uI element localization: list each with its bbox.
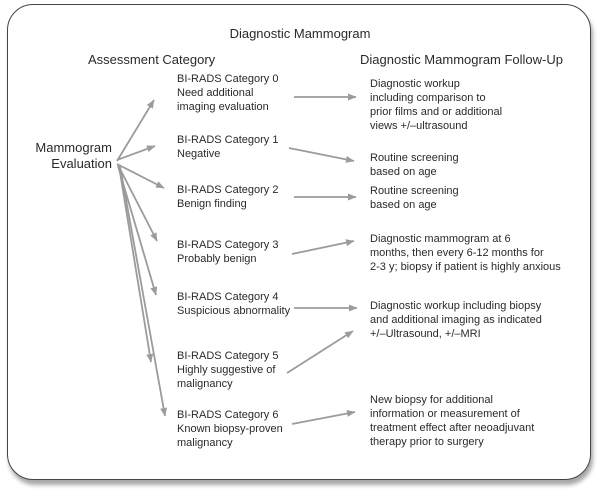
category-node-birads-0: BI-RADS Category 0 Need additional imagi… [177, 73, 279, 113]
followup-node-3: Diagnostic mammogram at 6 months, then e… [370, 233, 561, 273]
followup-node-4: Diagnostic workup including biopsy and a… [370, 300, 542, 340]
category-node-birads-3: BI-RADS Category 3 Probably benign [177, 239, 279, 265]
category-node-birads-5: BI-RADS Category 5 Highly suggestive of … [177, 350, 279, 390]
root-node-mammogram-evaluation: Mammogram Evaluation [35, 140, 112, 171]
followup-node-1: Routine screening based on age [370, 152, 459, 178]
followup-node-0: Diagnostic workup including comparison t… [370, 78, 503, 132]
followup-node-2: Routine screening based on age [370, 185, 459, 211]
category-node-birads-1: BI-RADS Category 1 Negative [177, 134, 279, 160]
category-node-birads-4: BI-RADS Category 4 Suspicious abnormalit… [177, 291, 291, 317]
category-node-birads-6: BI-RADS Category 6 Known biopsy-proven m… [177, 409, 283, 449]
followup-node-5: New biopsy for additional information or… [370, 394, 535, 448]
category-node-birads-2: BI-RADS Category 2 Benign finding [177, 184, 279, 210]
column-header-assessment-category: Assessment Category [88, 52, 216, 67]
diagram-title: Diagnostic Mammogram [229, 26, 371, 41]
column-header-followup: Diagnostic Mammogram Follow-Up [360, 52, 563, 67]
